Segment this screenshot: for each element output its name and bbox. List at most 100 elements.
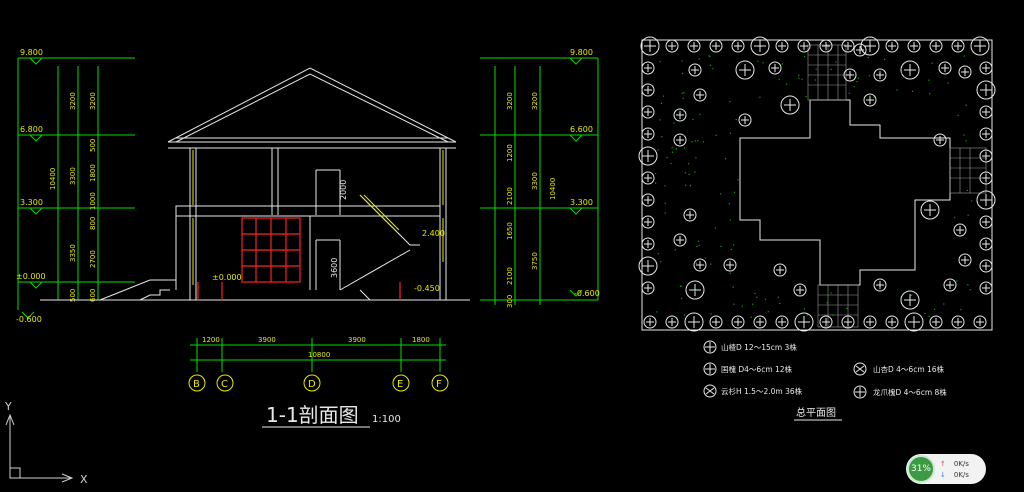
tree-icon: [819, 315, 833, 329]
legend-symbol-5: [853, 385, 867, 399]
grass-dot: [720, 193, 722, 195]
tree-icon: [673, 233, 687, 247]
grass-dot: [967, 284, 969, 286]
grass-dots: [655, 55, 973, 318]
grass-dot: [804, 56, 806, 58]
grass-dot: [655, 182, 657, 184]
grass-dot: [910, 294, 913, 296]
elev-right-2: 6.600: [570, 125, 593, 134]
tree-icon: [900, 290, 920, 310]
elev-left-1: 9.800: [20, 48, 43, 57]
grass-dot: [830, 292, 832, 294]
tree-icon: [943, 278, 957, 292]
tree-icon: [709, 39, 723, 53]
grass-dot: [806, 314, 808, 316]
tree-icon: [797, 39, 811, 53]
upload-speed: 0K/s: [953, 460, 969, 468]
elev-left-4: ±0.000: [16, 272, 46, 281]
grass-dot: [694, 290, 696, 292]
paving: [807, 44, 987, 328]
grass-dot: [840, 294, 842, 296]
axis-d: D: [308, 379, 316, 390]
grass-dot: [963, 134, 965, 136]
grass-dot: [689, 185, 691, 187]
network-speed-widget[interactable]: 31% ↑0K/s ↓0K/s: [906, 454, 986, 484]
tree-icon: [885, 39, 899, 53]
tree-icon: [843, 68, 857, 82]
tree-icon: [685, 280, 705, 300]
tree-icon: [709, 315, 723, 329]
grass-dot: [826, 302, 828, 304]
grass-dot: [830, 68, 832, 70]
grass-dot: [710, 313, 712, 315]
tree-icon: [673, 133, 687, 147]
tree-icon: [979, 61, 993, 75]
section-drawing: 9.800 6.800 3.300 ±0.000 -0.600 10400 32…: [16, 48, 600, 428]
grass-dot: [729, 101, 731, 103]
grass-dot: [671, 151, 673, 153]
tree-icon: [970, 36, 990, 56]
dim-right-mid-4: 1650: [506, 222, 514, 240]
grass-dot: [911, 90, 914, 92]
section-scale: 1:100: [372, 414, 401, 425]
elev-left-5: -0.600: [16, 315, 42, 324]
grass-dot: [934, 308, 936, 310]
tree-icon: [929, 39, 943, 53]
grass-dot: [928, 315, 930, 317]
tree-icon: [641, 237, 655, 251]
dim-left-mid-3: 3350: [69, 244, 77, 262]
grass-dot: [960, 309, 962, 311]
grass-dot: [673, 122, 675, 124]
tree-icon: [951, 39, 965, 53]
tree-icon: [723, 258, 737, 272]
grass-dot: [779, 302, 781, 304]
right-elevations: [480, 57, 599, 305]
grass-dot: [965, 104, 967, 106]
grass-dot: [943, 303, 945, 305]
tree-icon: [768, 61, 782, 75]
dim-right-mid-3: 2100: [506, 187, 514, 205]
grass-dot: [928, 79, 930, 81]
cpu-percent-badge[interactable]: 31%: [907, 455, 935, 483]
tree-icon: [638, 256, 658, 276]
grass-dot: [971, 200, 973, 202]
tree-icon: [641, 127, 655, 141]
tree-icon: [693, 258, 707, 272]
tree-icon: [979, 215, 993, 229]
grass-dot: [664, 202, 666, 204]
grass-dot: [695, 157, 697, 159]
grass-dot: [702, 141, 704, 143]
tree-icon: [863, 315, 877, 329]
dim-left-mid-2: 3300: [69, 167, 77, 185]
grass-dot: [767, 311, 769, 313]
grass-dot: [688, 173, 690, 175]
dim-right-mid-2: 1200: [506, 144, 514, 162]
grass-dot: [683, 135, 685, 137]
bottom-dim-4: 1800: [412, 336, 430, 344]
grass-dot: [695, 262, 697, 264]
grass-dot: [659, 119, 661, 121]
grass-dot: [856, 81, 858, 83]
tree-icon: [979, 237, 993, 251]
tree-icon: [979, 281, 993, 295]
grass-dot: [968, 264, 971, 266]
dim-left-inner-2: 500: [89, 139, 97, 152]
grass-dot: [730, 248, 732, 251]
grass-dot: [963, 55, 965, 57]
tree-icon: [753, 315, 767, 329]
tree-icon: [775, 39, 789, 53]
axis-e: E: [397, 379, 403, 390]
grass-dot: [737, 179, 739, 181]
grass-dot: [724, 158, 727, 160]
grass-dot: [901, 72, 903, 74]
tree-icon: [638, 146, 658, 166]
tree-icon: [731, 315, 745, 329]
grass-dot: [804, 308, 806, 310]
grass-dot: [815, 68, 817, 70]
tree-icon: [953, 223, 967, 237]
grass-dot: [708, 55, 710, 57]
window-strips: [192, 150, 444, 285]
tree-icon: [904, 312, 924, 332]
grass-dot: [697, 240, 700, 242]
